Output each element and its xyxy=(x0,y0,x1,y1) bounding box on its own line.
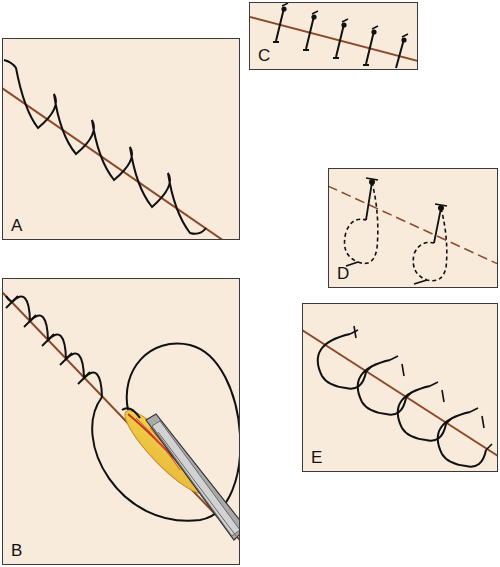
figure-panel: D xyxy=(328,168,498,288)
figure-panel: A xyxy=(2,38,240,240)
panel-letter: D xyxy=(337,265,349,282)
panel-letter: C xyxy=(258,47,270,64)
figure-panel: B xyxy=(2,278,240,565)
panel-letter: B xyxy=(11,542,22,559)
panel-letter: A xyxy=(11,217,22,234)
panel-letter: E xyxy=(311,449,322,466)
figure-panel: C xyxy=(249,2,418,70)
figure-panel: E xyxy=(302,303,498,472)
